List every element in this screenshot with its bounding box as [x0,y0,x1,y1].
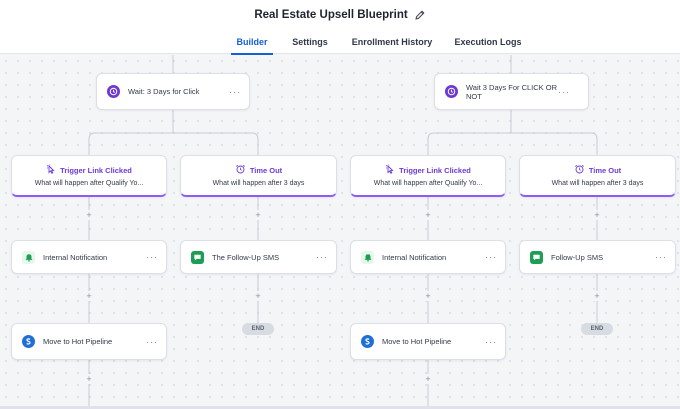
wait-step-label: Wait: 3 Days for Click [128,87,200,96]
branch-title: Trigger Link Clicked [399,165,471,175]
add-step-button[interactable]: + [84,210,94,220]
bell-icon [22,250,35,264]
workflow-header: Real Estate Upsell Blueprint [0,0,680,30]
cursor-click-icon [385,164,395,176]
action-move-to-hot-pipeline-left[interactable]: Move to Hot Pipeline ··· [11,323,167,360]
add-step-button[interactable]: + [592,210,602,220]
branch-time-out-left[interactable]: Time Out What will happen after 3 days [180,155,337,197]
pipeline-icon [22,335,35,348]
action-label: Follow-Up SMS [551,252,604,262]
action-label: Move to Hot Pipeline [382,337,452,346]
branch-trigger-link-clicked-left[interactable]: Trigger Link Clicked What will happen af… [11,155,167,197]
branch-trigger-link-clicked-right[interactable]: Trigger Link Clicked What will happen af… [350,155,506,197]
branch-time-out-right[interactable]: Time Out What will happen after 3 days [519,155,676,197]
more-options-icon[interactable]: ··· [655,252,667,262]
chat-bubble-icon [191,250,204,264]
branch-subtitle: What will happen after Qualify Yo... [34,180,144,187]
add-step-button[interactable]: + [253,210,263,220]
add-step-button[interactable]: + [423,210,433,220]
pipeline-icon [361,335,374,348]
tab-enrollment-history[interactable]: Enrollment History [351,37,433,47]
more-options-icon[interactable]: ··· [146,252,158,262]
more-options-icon[interactable]: ··· [485,252,497,262]
bell-icon [361,250,374,264]
branch-subtitle: What will happen after 3 days [551,180,644,187]
pencil-icon[interactable] [414,9,426,21]
add-step-button[interactable]: + [253,291,263,301]
branch-subtitle: What will happen after 3 days [212,180,305,187]
action-label: The Follow-Up SMS [212,252,280,262]
branch-title: Time Out [588,165,622,175]
add-step-button[interactable]: + [84,291,94,301]
action-move-to-hot-pipeline-right[interactable]: Move to Hot Pipeline ··· [350,323,506,360]
tab-bar: Builder Settings Enrollment History Exec… [0,30,680,55]
more-options-icon[interactable]: ··· [316,252,328,262]
end-marker: END [581,323,613,335]
branch-subtitle: What will happen after Qualify Yo... [373,180,483,187]
alarm-clock-icon [574,164,585,176]
end-marker: END [242,323,274,335]
add-step-button[interactable]: + [84,374,94,384]
branch-title: Trigger Link Clicked [60,165,132,175]
workflow-canvas[interactable]: Wait: 3 Days for Click ··· Trigger Link … [0,55,680,409]
tab-settings[interactable]: Settings [292,37,328,47]
action-follow-up-sms-right[interactable]: Follow-Up SMS ··· [519,240,676,274]
add-step-button[interactable]: + [423,374,433,384]
more-options-icon[interactable]: ··· [485,336,497,347]
cursor-click-icon [46,164,56,176]
wait-step-right[interactable]: Wait 3 Days For CLICK OR NOT ··· [434,73,589,110]
canvas-bottom-edge [0,406,680,409]
action-label: Move to Hot Pipeline [43,337,113,346]
more-options-icon[interactable]: ··· [146,336,158,347]
clock-icon [107,85,120,98]
add-step-button[interactable]: + [423,291,433,301]
tab-execution-logs[interactable]: Execution Logs [454,37,522,47]
add-step-button[interactable]: + [592,291,602,301]
alarm-clock-icon [235,164,246,176]
more-options-icon[interactable]: ··· [229,86,241,97]
action-label: Internal Notification [382,252,447,262]
action-internal-notification-right[interactable]: Internal Notification ··· [350,240,506,274]
action-follow-up-sms-left[interactable]: The Follow-Up SMS ··· [180,240,337,274]
tab-builder[interactable]: Builder [231,30,273,55]
branch-title: Time Out [249,165,283,175]
clock-icon [445,85,458,98]
more-options-icon[interactable]: ··· [558,86,570,97]
action-internal-notification-left[interactable]: Internal Notification ··· [11,240,167,274]
workflow-title: Real Estate Upsell Blueprint [254,9,408,21]
action-label: Internal Notification [43,252,108,262]
wait-step-left[interactable]: Wait: 3 Days for Click ··· [96,73,250,110]
wait-step-label: Wait 3 Days For CLICK OR NOT [466,82,557,101]
chat-bubble-icon [530,250,543,264]
